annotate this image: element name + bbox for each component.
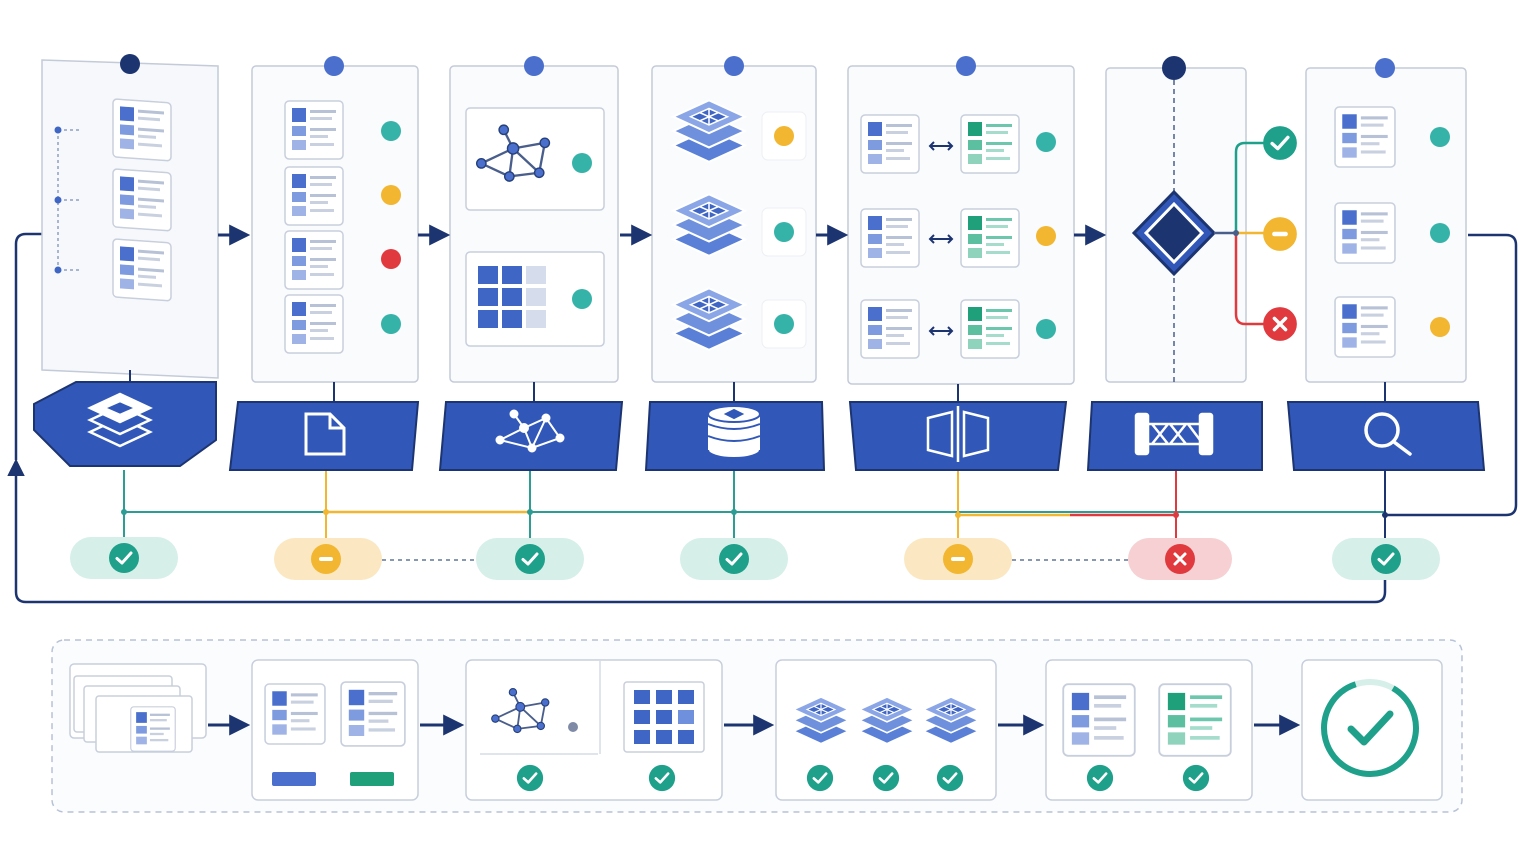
stage-inspect-panel[interactable]	[1286, 58, 1486, 471]
check-icon	[1182, 764, 1210, 792]
stage-compare-panel[interactable]	[847, 56, 1075, 471]
stage-node	[120, 54, 140, 74]
network-graph-icon	[495, 409, 565, 453]
summary-step-parsed[interactable]	[251, 659, 419, 801]
gate-hold-icon	[1263, 217, 1297, 251]
compare-arrows	[928, 141, 954, 336]
check-icon	[516, 764, 544, 792]
check-icon	[806, 764, 834, 792]
check-icon	[718, 543, 750, 575]
status-dot-ok	[381, 314, 401, 334]
warning-icon	[311, 544, 341, 574]
status-dot-error	[381, 249, 401, 269]
gate-branches	[1214, 141, 1264, 326]
pill-junctions	[121, 509, 1388, 518]
warning-icon	[943, 544, 973, 574]
layers-icon	[87, 392, 153, 448]
gate-pass-icon	[1262, 125, 1298, 161]
status-dot-ok	[381, 121, 401, 141]
record-list	[54, 97, 173, 303]
stage-node	[1162, 56, 1186, 80]
stage-node	[324, 56, 344, 76]
status-dot-ok	[572, 289, 592, 309]
summary-step-complete[interactable]	[1301, 659, 1443, 801]
stage-node	[956, 56, 976, 76]
status-dot-warn	[381, 185, 401, 205]
stage-parse-base[interactable]	[228, 401, 420, 471]
status-dot-ok	[572, 153, 592, 173]
check-icon	[872, 764, 900, 792]
status-dot-ok	[1036, 319, 1056, 339]
status-dot-ok	[1430, 223, 1450, 243]
document-icon	[304, 412, 346, 456]
status-pills	[70, 537, 1440, 580]
check-icon	[936, 764, 964, 792]
summary-step-reviewed[interactable]	[1045, 659, 1253, 801]
decision-diamond-icon[interactable]	[1131, 189, 1217, 277]
summary-strip	[51, 639, 1463, 813]
status-dot-warn	[1430, 317, 1450, 337]
stage-graph-base[interactable]	[438, 401, 624, 471]
status-dot-warn	[774, 126, 794, 146]
check-icon	[108, 542, 140, 574]
stage-node	[1375, 58, 1395, 78]
stage-inspect-base[interactable]	[1286, 401, 1486, 471]
check-icon	[514, 543, 546, 575]
status-dot-ok	[774, 314, 794, 334]
status-dot-ok	[774, 222, 794, 242]
gate-fail-icon	[1262, 306, 1298, 342]
stage-node	[724, 56, 744, 76]
stage-graph-panel[interactable]	[438, 56, 624, 471]
stage-parse-panel[interactable]	[228, 56, 420, 471]
status-dot-warn	[1036, 226, 1056, 246]
database-icon	[707, 405, 761, 459]
check-icon	[648, 764, 676, 792]
magnifier-icon	[1364, 412, 1412, 456]
summary-step-graph-grid[interactable]	[465, 659, 723, 801]
gate-icon	[1134, 412, 1214, 456]
completed-check-icon	[1347, 710, 1394, 746]
status-dot-ok	[1036, 132, 1056, 152]
stage-gate-panel[interactable]	[1086, 56, 1298, 471]
stage-store-panel[interactable]	[644, 56, 826, 471]
feedback-lines	[123, 470, 1386, 561]
stage-ingest-panel[interactable]	[33, 54, 219, 467]
status-dot-ok	[1430, 127, 1450, 147]
feedback-loop	[7, 232, 1518, 604]
check-icon	[1086, 764, 1114, 792]
split-panel-icon	[926, 406, 990, 462]
stage-node	[524, 56, 544, 76]
summary-step-documents[interactable]	[69, 663, 207, 753]
check-icon	[1370, 543, 1402, 575]
error-icon	[1164, 543, 1196, 575]
summary-step-stores[interactable]	[775, 659, 997, 801]
